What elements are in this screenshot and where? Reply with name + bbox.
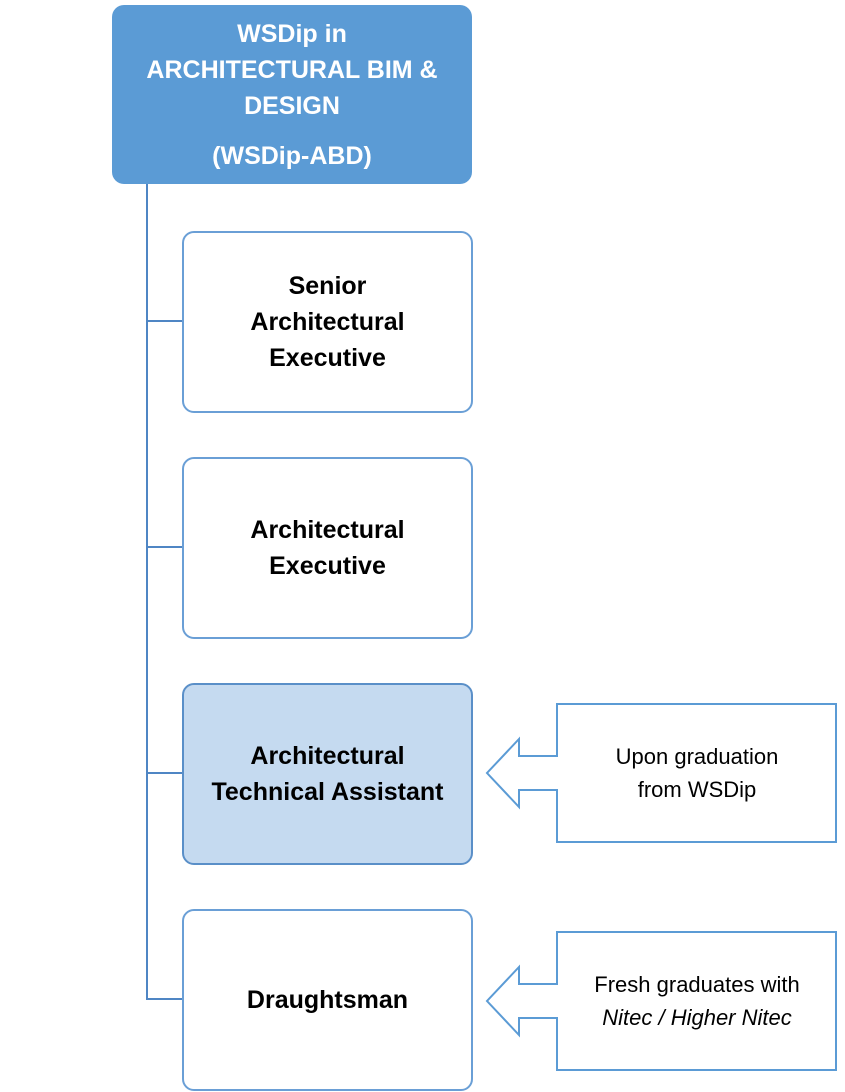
root-title-line-2: ARCHITECTURAL BIM & [146,55,438,84]
role-label-line: Technical Assistant [211,778,444,806]
role-label-line: Architectural [250,516,405,544]
role-label-line: Executive [269,552,386,580]
left-arrow-callout-icon [485,931,837,1071]
branch-line-senior-architectural-executive [146,320,182,322]
role-label-line: Senior [288,272,367,300]
left-arrow-callout-icon [485,703,837,843]
role-box-draughtsman: Draughtsman [182,909,473,1091]
role-label-line: Architectural [250,742,405,770]
branch-line-draughtsman [146,998,182,1000]
callout-upon-graduation: Upon graduation from WSDip [485,703,837,843]
role-label-line: Draughtsman [246,986,409,1014]
callout-text: Fresh graduates with Nitec / Higher Nite… [557,931,837,1071]
callout-text: Upon graduation from WSDip [557,703,837,843]
root-programme-box: WSDip in ARCHITECTURAL BIM & DESIGN (WSD… [112,5,472,184]
role-box-architectural-executive: Architectural Executive [182,457,473,639]
root-title-line-1: WSDip in [237,19,347,48]
root-title-line-3: DESIGN [244,91,340,120]
callout-line: Fresh graduates with [594,972,800,997]
role-box-architectural-technical-assistant: Architectural Technical Assistant [182,683,473,865]
callout-line: Upon graduation [615,744,779,769]
branch-line-architectural-executive [146,546,182,548]
root-abbreviation: (WSDip-ABD) [212,141,372,170]
branch-line-architectural-technical-assistant [146,772,182,774]
role-label-line: Executive [269,344,386,372]
role-label-line: Architectural [250,308,405,336]
callout-line: from WSDip [637,777,757,802]
role-box-senior-architectural-executive: Senior Architectural Executive [182,231,473,413]
callout-line-qualifications: Nitec / Higher Nitec [602,1005,792,1030]
callout-fresh-graduates: Fresh graduates with Nitec / Higher Nite… [485,931,837,1071]
hierarchy-trunk-line [146,184,148,1000]
